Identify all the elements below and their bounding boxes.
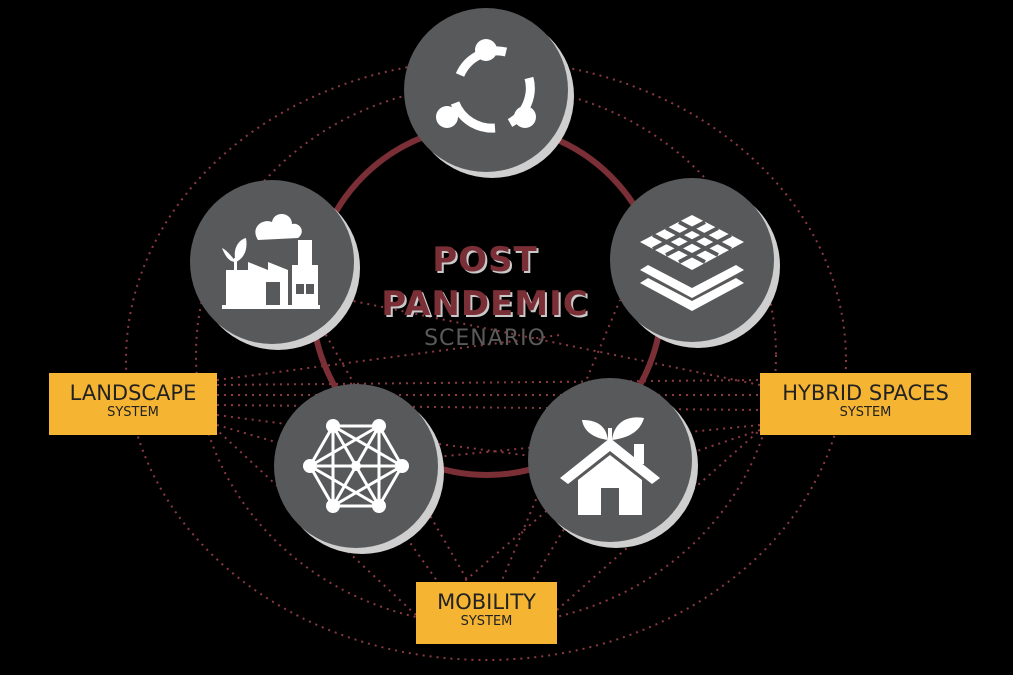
node-bottom-left (274, 384, 444, 554)
factory-icon (222, 213, 320, 309)
network-cycle-icon (436, 39, 536, 133)
center-subtitle: SCENARIO (424, 326, 546, 351)
eco-house-icon (560, 417, 660, 515)
landscape-system-label: LANDSCAPE SYSTEM (49, 373, 217, 435)
node-right (610, 178, 780, 348)
hybrid-spaces-system-label: HYBRID SPACES SYSTEM (760, 373, 971, 435)
node-top (404, 8, 574, 178)
center-title-line2: PANDEMIC (381, 284, 589, 324)
connector (216, 379, 761, 386)
connector (299, 289, 471, 586)
mesh-network-icon (303, 419, 409, 513)
inner-dotted-ellipse (195, 84, 777, 626)
mobility-title: MOBILITY (437, 590, 536, 614)
landscape-subtitle: SYSTEM (107, 405, 159, 420)
layers-grid-icon (640, 215, 744, 311)
outer-dotted-ellipse (125, 59, 847, 661)
landscape-title: LANDSCAPE (69, 381, 197, 405)
connector (216, 334, 561, 381)
mobility-system-label: MOBILITY SYSTEM (416, 582, 557, 644)
mobility-subtitle: SYSTEM (460, 614, 513, 629)
hybrid-subtitle: SYSTEM (839, 405, 892, 420)
node-bottom-right (528, 378, 698, 548)
connector (459, 464, 601, 586)
connector (216, 414, 601, 466)
hybrid-title: HYBRID SPACES (782, 381, 949, 405)
connector (299, 289, 761, 386)
center-title-line1: POST (432, 240, 538, 280)
node-top-left (190, 180, 360, 350)
